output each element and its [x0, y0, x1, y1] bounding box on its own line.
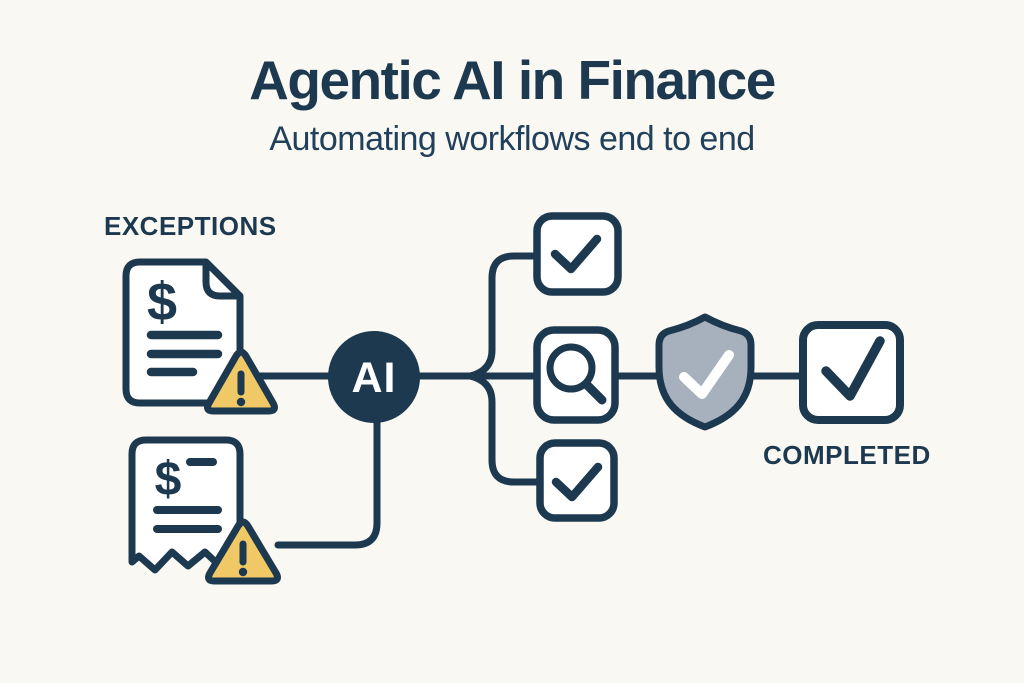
check-square-top-icon [533, 212, 622, 296]
shield-check-icon [655, 313, 755, 431]
receipt-dollar-glyph: $ [155, 453, 182, 506]
ai-circle-node: AI [328, 331, 420, 423]
ai-node-label: AI [352, 354, 397, 402]
square-outline [536, 439, 618, 522]
shield-checkmark [679, 350, 734, 399]
receipt-icon: $ [128, 436, 281, 585]
receipt-text-lines [153, 506, 222, 533]
search-square-icon [533, 326, 619, 424]
completed-check-square-icon [799, 321, 904, 424]
invoice-document-icon: $ [122, 258, 278, 415]
document-fold-corner [202, 262, 240, 300]
checkmark [551, 462, 603, 502]
checkmark [550, 234, 602, 274]
completed-label: COMPLETED [763, 440, 931, 470]
magnifier-lens [546, 343, 596, 393]
invoice-dollar-glyph: $ [147, 272, 177, 332]
shield-shape [655, 313, 755, 431]
check-square-bottom-icon [536, 439, 618, 522]
square-outline [533, 212, 622, 296]
connector-branch-bottom [466, 372, 544, 486]
page-subtitle: Automating workflows end to end [269, 119, 755, 158]
header: Agentic AI in Finance Automating workflo… [0, 49, 1024, 159]
ai-circle [328, 331, 420, 423]
exclamation-dot [238, 567, 248, 577]
exceptions-label: EXCEPTIONS [104, 211, 277, 241]
checkmark [821, 336, 885, 401]
document-text-lines [146, 330, 223, 377]
page-title: Agentic AI in Finance [249, 49, 776, 111]
connector-branch-top [466, 252, 541, 380]
warning-triangle-icon [205, 518, 281, 585]
connector-receipt-to-ai [274, 416, 381, 549]
connectors [256, 252, 807, 549]
warning-triangle-icon [204, 348, 278, 415]
exclamation-dot [236, 397, 246, 407]
square-outline [799, 321, 904, 424]
receipt-outline [128, 436, 244, 574]
magnifier-handle [581, 379, 607, 405]
